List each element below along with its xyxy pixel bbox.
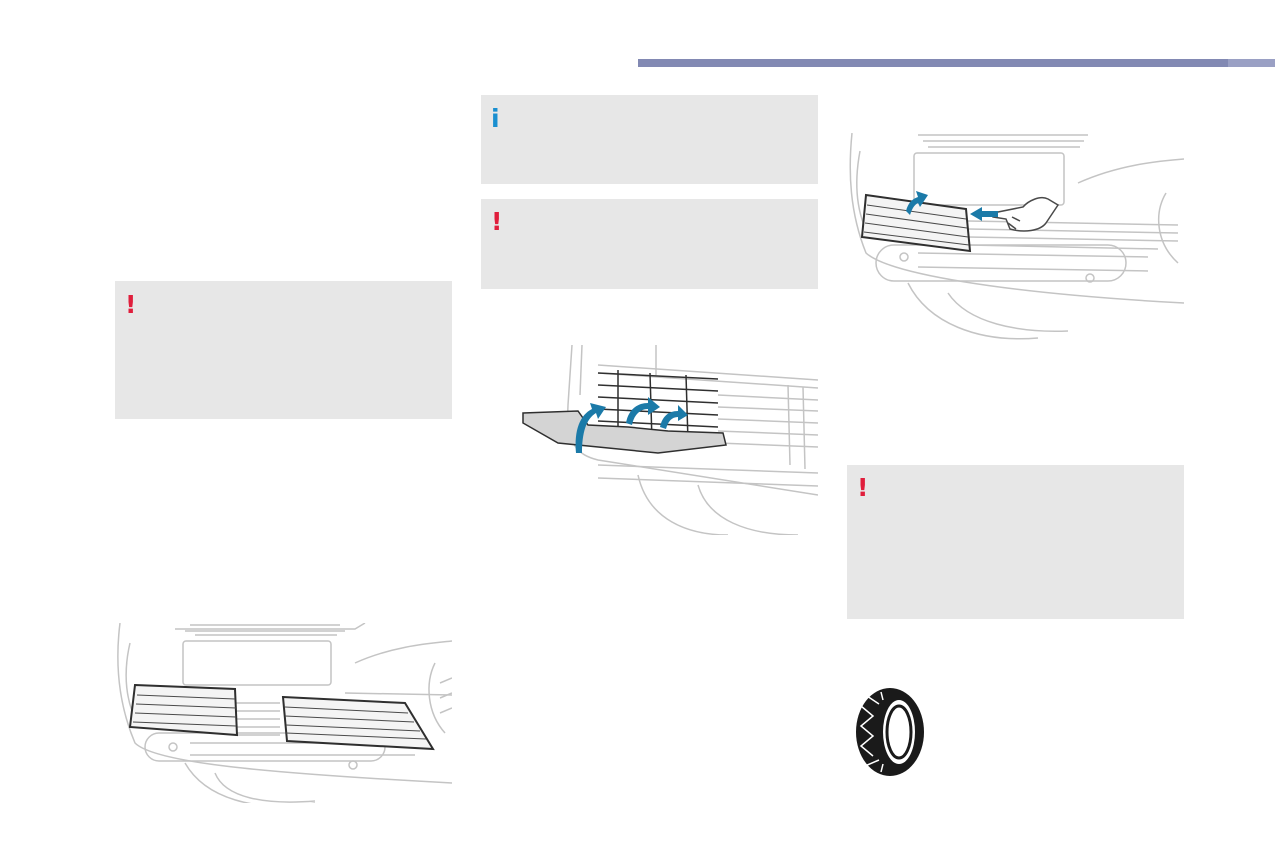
warning-callout-box: ! — [481, 199, 818, 289]
page-header-tab — [1228, 59, 1275, 67]
warning-callout-box: ! — [847, 465, 1184, 619]
hand-pushing-cover-illustration — [848, 133, 1184, 343]
warning-icon: ! — [491, 207, 503, 236]
info-icon: i — [491, 104, 500, 133]
warning-callout-box: ! — [115, 281, 452, 419]
snow-chain-tyre-icon — [853, 686, 927, 778]
warning-icon: ! — [857, 473, 869, 502]
page-header-bar — [638, 59, 1275, 67]
warning-icon: ! — [125, 290, 137, 319]
info-callout-box: i — [481, 95, 818, 184]
bumper-grille-covers-illustration — [115, 623, 452, 803]
grille-cover-clips-illustration — [518, 345, 818, 535]
